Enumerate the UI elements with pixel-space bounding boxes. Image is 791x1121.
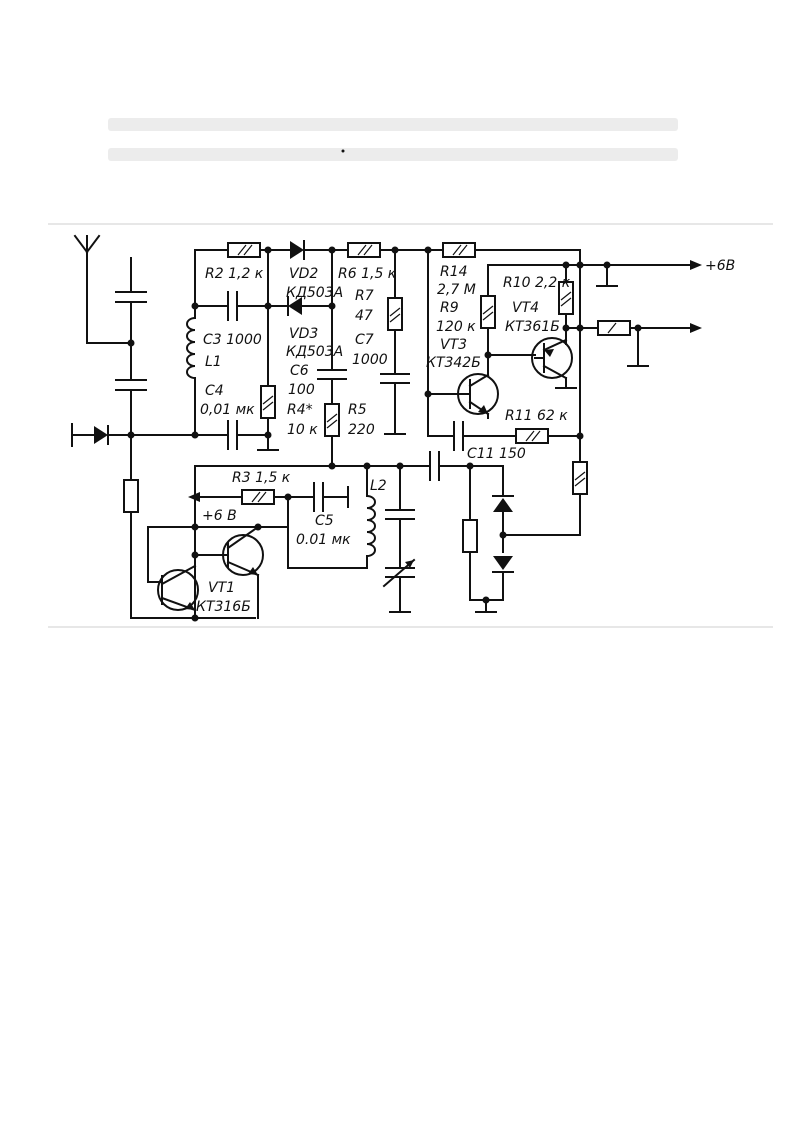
faded-text-block — [108, 118, 678, 161]
label-r5-value: 220 — [348, 422, 375, 438]
diode-vd3 — [267, 296, 333, 316]
label-c7: C7 — [355, 332, 374, 348]
resistor-varicap-bias — [572, 461, 588, 495]
resistor-r14 — [442, 242, 476, 258]
resistor-r9 — [480, 295, 496, 329]
label-vt1: VT1 — [208, 580, 235, 596]
capacitor-c11 — [429, 451, 440, 481]
transistor-osc-upper — [222, 525, 264, 577]
label-vd3: VD3 — [289, 326, 318, 342]
label-c4-value: 0,01 мк — [200, 402, 255, 418]
label-c5: C5 — [315, 513, 334, 529]
label-plus6v-left: +6 В — [202, 508, 237, 524]
resistor-output — [597, 320, 631, 336]
capacitor-c5 — [313, 482, 324, 512]
label-r4: R4* — [287, 402, 313, 418]
capacitor-input-bottom — [115, 379, 147, 391]
transistor-vt3 — [457, 373, 499, 416]
input-diode — [71, 423, 132, 447]
diode-vd2 — [267, 240, 347, 260]
label-c5-value: 0.01 мк — [296, 532, 351, 548]
label-c7-value: 1000 — [352, 352, 388, 368]
resistor-r2 — [227, 242, 261, 258]
capacitor-c3 — [227, 291, 238, 321]
label-vd2: VD2 — [289, 266, 318, 282]
label-c6-value: 100 — [288, 382, 315, 398]
label-r5: R5 — [348, 402, 367, 418]
capacitor-c6 — [317, 369, 347, 380]
label-c11: C11 150 — [467, 446, 526, 462]
label-c4: C4 — [205, 383, 224, 399]
varicap-top — [492, 495, 514, 525]
label-r10: R10 2,2 к — [503, 275, 571, 291]
label-r14-value: 2,7 М — [437, 282, 476, 298]
inductor-l1 — [186, 316, 197, 380]
label-plus6v-top: +6В — [705, 258, 735, 274]
label-r4-value: 10 к — [287, 422, 318, 438]
label-c3: C3 1000 — [203, 332, 262, 348]
label-r7: R7 — [355, 288, 374, 304]
resistor-varicap-shunt — [462, 519, 478, 553]
resistor-r7 — [387, 297, 403, 331]
resistor-r6 — [347, 242, 381, 258]
resistor-r10 — [558, 281, 574, 315]
resistor-left-bus — [123, 479, 139, 513]
label-r11: R11 62 к — [505, 408, 568, 424]
label-l2: L2 — [370, 478, 387, 494]
resistor-r3 — [241, 489, 275, 505]
label-r2: R2 1,2 к — [205, 266, 264, 282]
label-r14: R14 — [440, 264, 468, 280]
capacitor-input-top — [115, 291, 147, 303]
varicap-bottom — [492, 556, 514, 573]
transistor-vt4 — [531, 337, 573, 380]
resistor-r11 — [515, 428, 549, 444]
capacitor-fixed-l2 — [385, 509, 415, 520]
label-vd3-type: КД503А — [286, 344, 343, 360]
label-r7-value: 47 — [355, 308, 373, 324]
label-vt1-type: КТ316Б — [196, 599, 251, 615]
label-vt4: VT4 — [512, 300, 539, 316]
label-r3: R3 1,5 к — [232, 470, 291, 486]
antenna-symbol — [73, 234, 101, 344]
page-speck — [341, 149, 345, 153]
capacitor-vt3-base — [453, 421, 464, 451]
label-r9-value: 120 к — [436, 319, 476, 335]
label-vt3: VT3 — [440, 337, 467, 353]
resistor-r4 — [260, 385, 276, 419]
transistor-vt1 — [147, 564, 199, 612]
label-vd2-type: КД503А — [286, 285, 343, 301]
capacitor-c4 — [227, 420, 238, 450]
label-vt4-type: КТ361Б — [505, 319, 560, 335]
resistor-r5 — [324, 403, 340, 437]
label-r9: R9 — [440, 300, 459, 316]
label-c6: C6 — [290, 363, 309, 379]
label-vt3-type: КТ342Б — [426, 355, 481, 371]
capacitor-c7 — [380, 373, 410, 384]
label-r6: R6 1,5 к — [338, 266, 397, 282]
label-l1: L1 — [205, 354, 222, 370]
inductor-l2 — [365, 494, 376, 558]
